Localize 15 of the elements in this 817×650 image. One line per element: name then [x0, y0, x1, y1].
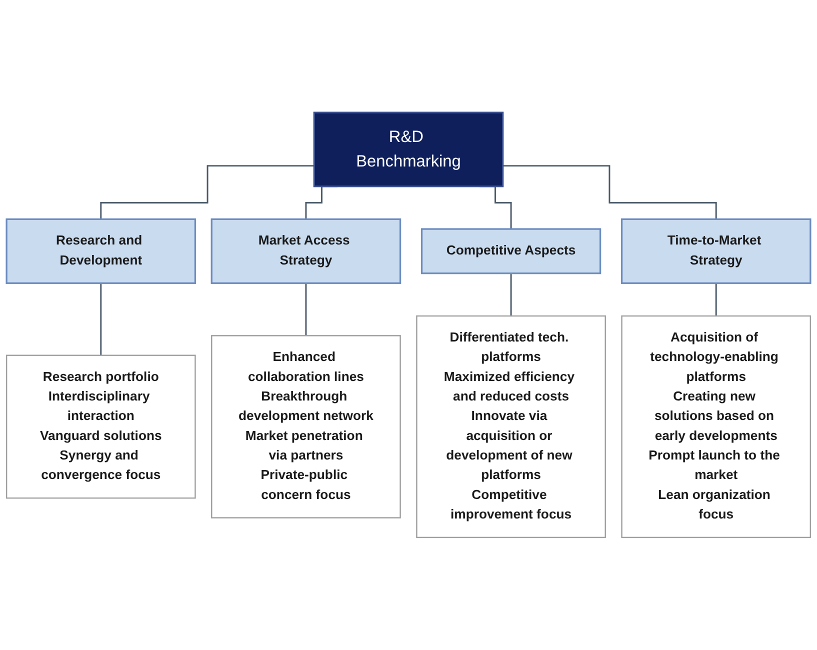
- node-box: [211, 335, 401, 518]
- node-box: [210, 218, 402, 284]
- connector: [305, 282, 307, 336]
- connector: [510, 272, 512, 317]
- node-box: [620, 218, 812, 284]
- connector: [100, 282, 102, 356]
- node-box: [416, 315, 606, 538]
- connector: [502, 165, 717, 220]
- node-box: [420, 228, 602, 274]
- node-box: [621, 315, 812, 538]
- node-box: [313, 112, 504, 188]
- node-box: [6, 218, 196, 284]
- connector: [715, 282, 717, 317]
- connector: [100, 165, 314, 220]
- node-box: [6, 354, 196, 499]
